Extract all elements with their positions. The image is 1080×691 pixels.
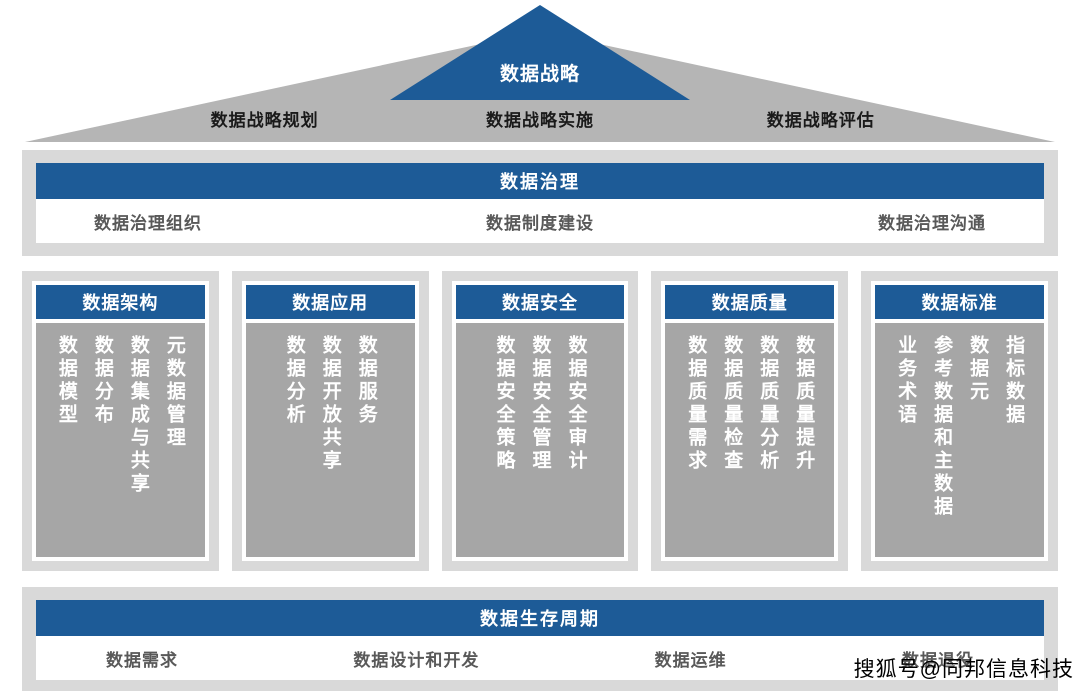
lifecycle-item-requirements: 数据需求 [106, 650, 178, 670]
pillar-inner: 数据安全 数据安全策略 数据安全管理 数据安全审计 [451, 281, 629, 561]
pillar-application-header: 数据应用 [245, 285, 415, 319]
pillar-item: 数据分布 [91, 335, 113, 427]
roof-item-implementation: 数据战略实施 [486, 111, 594, 130]
pillar-quality: 数据质量 数据质量需求 数据质量检查 数据质量分析 数据质量提升 [651, 271, 849, 571]
pillar-inner: 数据架构 数据模型 数据分布 数据集成与共享 元数据管理 [32, 281, 209, 561]
lifecycle-item-retirement: 数据退役 [901, 650, 974, 670]
pillar-standards: 数据标准 业务术语 参考数据和主数据 数据元 指标数据 [861, 271, 1058, 571]
roof-item-evaluation: 数据战略评估 [766, 111, 875, 130]
pillar-title: 数据安全 [501, 293, 578, 313]
governance-item-organization: 数据治理组织 [94, 213, 202, 233]
lifecycle-title: 数据生存周期 [480, 609, 600, 629]
pillar-item: 数据开放共享 [319, 335, 341, 473]
pillar-item: 数据元 [967, 335, 989, 404]
pillar-architecture-header: 数据架构 [36, 285, 205, 319]
pillars-row: 数据架构 数据模型 数据分布 数据集成与共享 元数据管理 数据应用 数据分析 数… [22, 271, 1058, 571]
pillar-item: 数据安全审计 [565, 335, 587, 473]
pillar-standards-header: 数据标准 [875, 285, 1044, 319]
pillar-security: 数据安全 数据安全策略 数据安全管理 数据安全审计 [441, 271, 639, 571]
pillar-architecture: 数据架构 数据模型 数据分布 数据集成与共享 元数据管理 [22, 271, 219, 571]
pillar-body: 数据质量需求 数据质量检查 数据质量分析 数据质量提升 [665, 323, 835, 557]
pillar-item: 数据集成与共享 [127, 335, 149, 496]
pillar-security-header: 数据安全 [455, 285, 625, 319]
pillar-item: 数据质量提升 [793, 335, 815, 473]
watermark-text: 搜狐号@同邦信息科技 [853, 658, 1074, 681]
governance-item-policy: 数据制度建设 [486, 213, 594, 233]
pillar-item: 参考数据和主数据 [931, 335, 953, 519]
pillar-application: 数据应用 数据分析 数据开放共享 数据服务 [231, 271, 429, 571]
pillar-item: 业务术语 [895, 335, 917, 427]
governance-item-communication: 数据治理沟通 [878, 213, 986, 233]
lifecycle-header: 数据生存周期 [36, 600, 1044, 636]
roof-title: 数据战略 [499, 64, 580, 85]
pillar-item: 数据安全策略 [493, 335, 515, 473]
pillar-item: 数据服务 [355, 335, 377, 427]
pillar-quality-header: 数据质量 [665, 285, 835, 319]
governance-title: 数据治理 [500, 172, 580, 192]
pillar-body: 业务术语 参考数据和主数据 数据元 指标数据 [875, 323, 1044, 557]
lifecycle-labels: 数据需求 数据设计和开发 数据运维 数据退役 [36, 636, 1044, 680]
pillar-item: 数据模型 [55, 335, 77, 427]
pillar-title: 数据架构 [82, 293, 159, 313]
pillar-item: 数据质量检查 [721, 335, 743, 473]
pillar-item: 数据安全管理 [529, 335, 551, 473]
lifecycle-inner: 数据生存周期 数据需求 数据设计和开发 数据运维 数据退役 [36, 600, 1044, 680]
roof-item-planning: 数据战略规划 [210, 111, 319, 130]
pillar-body: 数据安全策略 数据安全管理 数据安全审计 [455, 323, 625, 557]
lifecycle-band: 数据生存周期 数据需求 数据设计和开发 数据运维 数据退役 [22, 587, 1058, 691]
governance-inner: 数据治理 数据治理组织 数据制度建设 数据治理沟通 [36, 163, 1044, 243]
governance-header: 数据治理 [36, 163, 1044, 199]
roof-section: 数据战略 数据战略规划 数据战略实施 数据战略评估 [0, 0, 1080, 146]
pillar-item: 指标数据 [1003, 335, 1025, 427]
lifecycle-item-design-development: 数据设计和开发 [353, 650, 480, 670]
roof-peak: 数据战略 [390, 5, 690, 100]
pillar-inner: 数据质量 数据质量需求 数据质量检查 数据质量分析 数据质量提升 [661, 281, 839, 561]
pillar-title: 数据标准 [921, 293, 998, 313]
pillar-item: 数据分析 [283, 335, 305, 427]
governance-band: 数据治理 数据治理组织 数据制度建设 数据治理沟通 [22, 150, 1058, 256]
lifecycle-item-operations: 数据运维 [654, 650, 727, 670]
pillar-item: 数据质量需求 [685, 335, 707, 473]
pillar-body: 数据分析 数据开放共享 数据服务 [245, 323, 415, 557]
pillar-item: 元数据管理 [163, 335, 185, 450]
pillar-inner: 数据标准 业务术语 参考数据和主数据 数据元 指标数据 [871, 281, 1048, 561]
pillar-inner: 数据应用 数据分析 数据开放共享 数据服务 [241, 281, 419, 561]
pillar-title: 数据质量 [711, 293, 788, 313]
pillar-body: 数据模型 数据分布 数据集成与共享 元数据管理 [36, 323, 205, 557]
governance-labels: 数据治理组织 数据制度建设 数据治理沟通 [36, 199, 1044, 243]
pillar-item: 数据质量分析 [757, 335, 779, 473]
pillar-title: 数据应用 [292, 293, 369, 313]
